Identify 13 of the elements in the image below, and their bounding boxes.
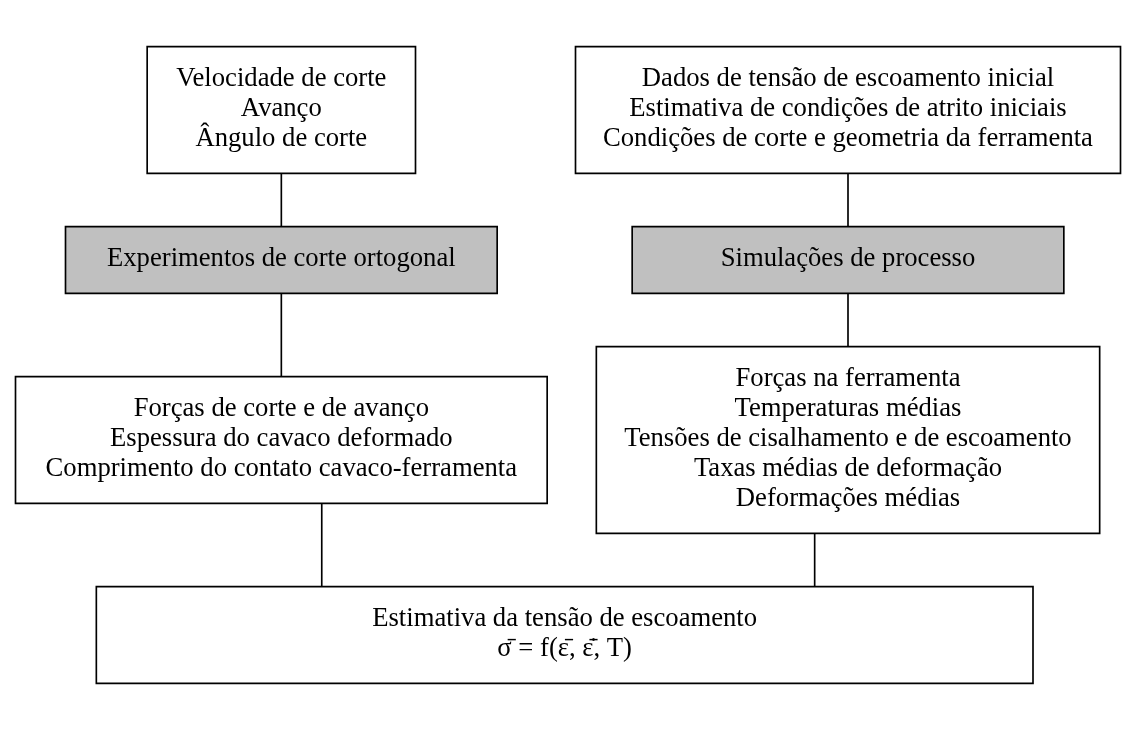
connector [280, 292, 283, 377]
node-box: Estimativa da tensão de escoamento σ̄ = f(ε̄, ε̄̇, T) [95, 585, 1034, 685]
node-box: Velocidade de corte Avanço Ângulo de corte [146, 45, 417, 175]
connector [847, 172, 849, 228]
node-box: Forças de corte e de avanço Espessura do cavaco deformado Comprimento do contato cavaco-ferramenta [14, 375, 548, 505]
node-box: Forças na ferramenta Temperaturas médias Tensões de cisalhamento e de escoamento Taxas médias de deformação Deformações médias [595, 345, 1101, 535]
node-box: Simulações de processo [631, 225, 1065, 295]
connector [280, 172, 283, 228]
connector [813, 532, 816, 588]
connector [847, 292, 849, 347]
node-box: Experimentos de corte ortogonal [64, 225, 498, 295]
node-box: Dados de tensão de escoamento inicial Estimativa de condições de atrito iniciais Condições de corte e geometria da ferramenta [574, 45, 1122, 175]
connector [320, 503, 323, 588]
